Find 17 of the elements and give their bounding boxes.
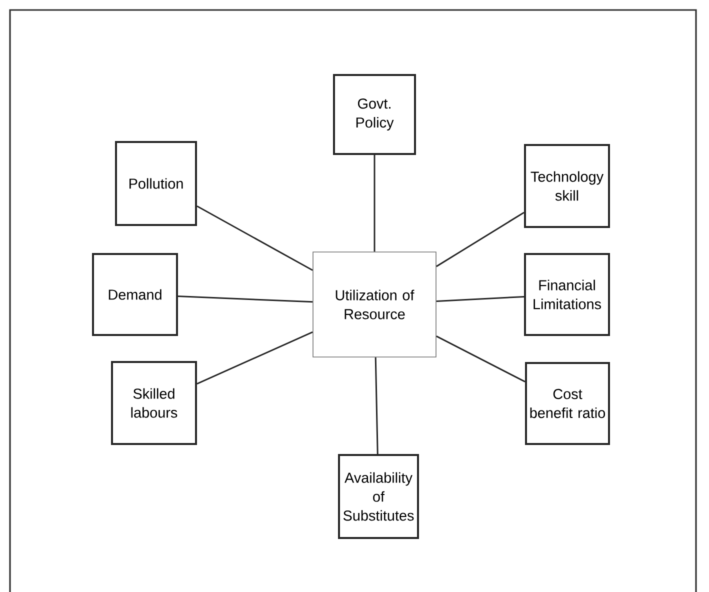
connector-line xyxy=(436,212,524,268)
factor-box: Availability of Substitutes xyxy=(338,454,419,539)
factor-box: Govt. Policy xyxy=(333,74,416,155)
factor-box: Pollution xyxy=(115,141,197,226)
factor-box: Financial Limitations xyxy=(524,253,610,336)
connector-line xyxy=(196,205,313,271)
factor-box: Cost benefit ratio xyxy=(525,362,610,445)
factor-box: Skilled labours xyxy=(111,361,197,445)
connector-line xyxy=(436,296,524,302)
connector-line xyxy=(374,155,376,252)
connector-line xyxy=(436,336,526,382)
factor-box: Demand xyxy=(92,253,178,336)
connector-line xyxy=(178,296,313,303)
factor-box: Technology skill xyxy=(524,144,610,228)
connector-line xyxy=(196,331,313,384)
connector-line xyxy=(374,357,378,454)
central-box: Utilization of Resource xyxy=(312,252,436,358)
